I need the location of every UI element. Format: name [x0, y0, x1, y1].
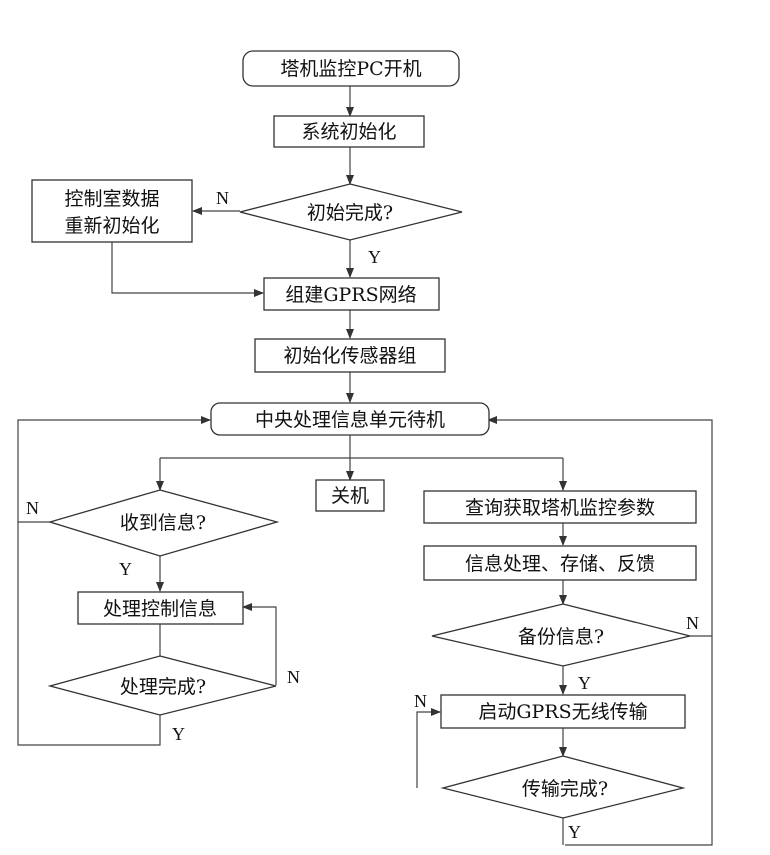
node-start: [242, 50, 460, 87]
label-sensor-init: 初始化传感器组: [283, 345, 416, 367]
node-reinit: [31, 179, 193, 243]
decision-backup: [431, 603, 691, 667]
node-sys-init: [273, 115, 425, 148]
label-reinit-line2: 重新初始化: [64, 215, 159, 237]
decision-trans-done: [440, 755, 686, 819]
node-gprs-net: [263, 277, 440, 311]
decision-recv-info: [47, 489, 280, 557]
node-sensor-init: [254, 338, 446, 373]
label-no-proc: N: [287, 667, 300, 687]
label-no-recv: N: [26, 498, 39, 518]
label-no-backup: N: [686, 613, 699, 633]
label-yes-init: Y: [368, 247, 381, 267]
loop-right-return: [487, 416, 713, 636]
node-shutdown: [315, 479, 385, 512]
label-start: 塔机监控PC开机: [280, 58, 421, 80]
label-trans-done: 传输完成?: [522, 778, 608, 800]
branch-labels: N Y N Y N Y N Y N Y: [26, 188, 699, 842]
node-cpu-standby: [210, 402, 490, 436]
label-recv-info: 收到信息?: [120, 512, 206, 534]
node-proc-ctrl: [77, 591, 244, 625]
shapes: [31, 50, 697, 819]
loop-recv-no: [17, 416, 211, 523]
decision-init-done: [239, 183, 463, 241]
label-no-init: N: [216, 188, 229, 208]
connectors: [17, 86, 713, 846]
label-reinit-line1: 控制室数据: [64, 188, 159, 210]
label-cpu-standby: 中央处理信息单元待机: [255, 409, 445, 431]
label-proc-store: 信息处理、存储、反馈: [465, 553, 655, 575]
label-yes-recv: Y: [119, 559, 132, 579]
loop-trans-no: [416, 708, 441, 788]
loop-proc-yes: [17, 522, 161, 746]
node-proc-store: [423, 545, 697, 581]
node-labels: 塔机监控PC开机 系统初始化 初始完成? 控制室数据 重新初始化 组建GPRS网…: [64, 58, 655, 800]
node-query-params: [423, 490, 697, 524]
label-backup: 备份信息?: [518, 626, 604, 648]
label-yes-backup: Y: [578, 673, 591, 693]
node-start-gprs: [440, 694, 686, 729]
decision-proc-done: [47, 655, 277, 716]
label-no-trans: N: [414, 691, 427, 711]
arrow-reinit-to-gprs: [111, 242, 264, 297]
label-init-done: 初始完成?: [307, 202, 393, 224]
label-yes-trans: Y: [568, 822, 581, 842]
label-sys-init: 系统初始化: [301, 121, 396, 143]
label-shutdown: 关机: [331, 485, 369, 507]
loop-proc-no: [242, 603, 277, 685]
label-proc-done: 处理完成?: [120, 676, 206, 698]
label-yes-proc: Y: [172, 724, 185, 744]
label-start-gprs: 启动GPRS无线传输: [478, 701, 647, 723]
loop-backup-no: [565, 635, 713, 846]
label-query-params: 查询获取塔机监控参数: [465, 497, 655, 519]
label-proc-ctrl: 处理控制信息: [103, 598, 217, 620]
label-gprs-net: 组建GPRS网络: [285, 284, 416, 306]
